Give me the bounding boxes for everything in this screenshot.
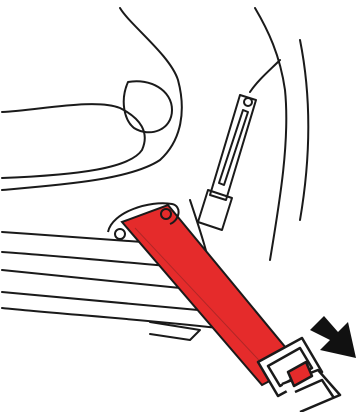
seat-side-panel-2 xyxy=(300,40,308,220)
seat-bolster xyxy=(124,81,172,132)
buckle-bracket xyxy=(210,95,256,200)
seat-base-2 xyxy=(2,308,218,328)
seat-back-outline xyxy=(2,8,182,190)
seat-back-inner-line xyxy=(2,104,145,178)
buckle-bolt xyxy=(244,98,252,106)
seat-side-edge xyxy=(250,60,280,92)
seat-side-panel xyxy=(255,8,286,260)
arrow-down-right-icon xyxy=(310,316,356,358)
